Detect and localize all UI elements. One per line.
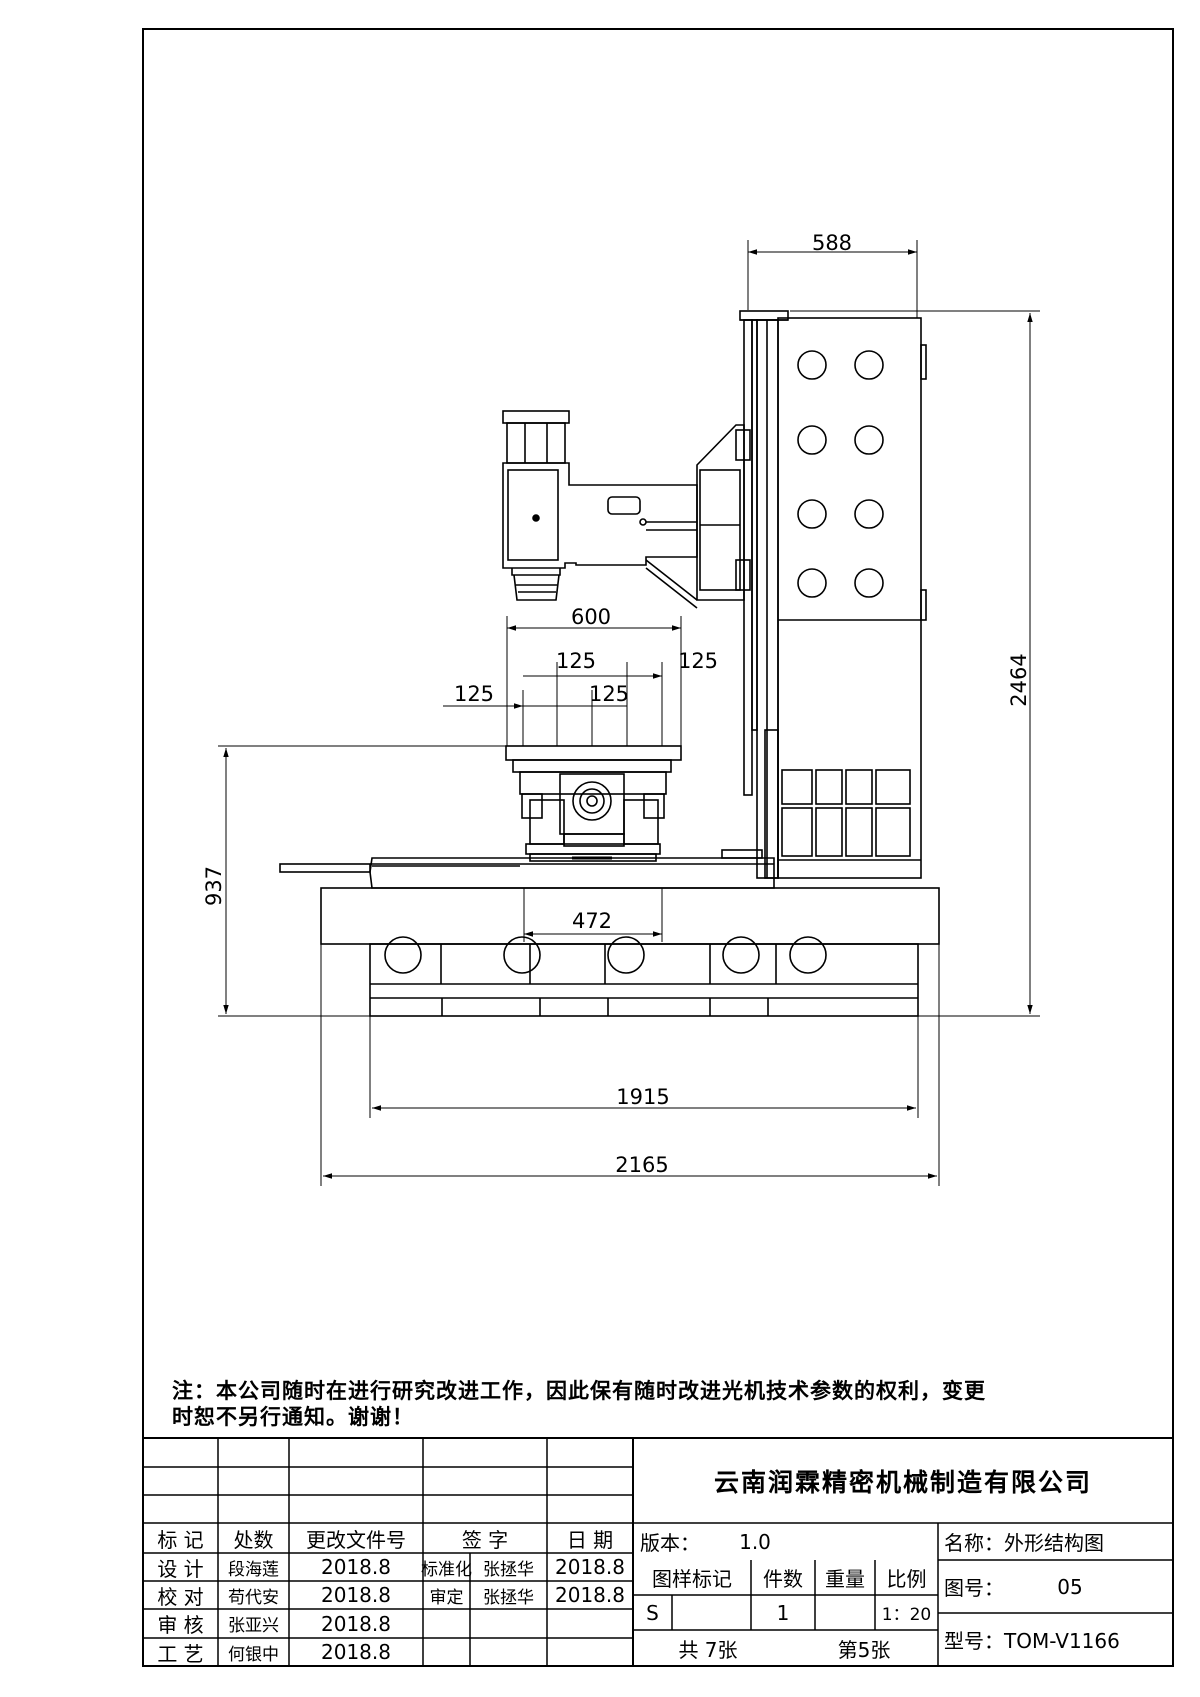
- col-weight: 重量: [825, 1567, 865, 1591]
- note-line-1: 注：本公司随时在进行研究改进工作，因此保有随时改进光机技术参数的权利，变更: [172, 1379, 986, 1403]
- dimension-lines: [218, 240, 1040, 1186]
- drawing-no-value: 05: [1057, 1574, 1083, 1599]
- mark-value: S: [646, 1600, 659, 1625]
- company-name: 云南润霖精密机械制造有限公司: [713, 1467, 1092, 1497]
- date-process: 2018.8: [321, 1640, 391, 1664]
- note-line-2: 时恕不另行通知。谢谢！: [172, 1405, 414, 1429]
- column-lower-cells: [778, 769, 921, 861]
- total-sheets: 共 7张: [678, 1637, 738, 1662]
- name-check: 苟代安: [228, 1587, 279, 1608]
- dim-total-height: 2464: [1007, 653, 1031, 706]
- spindle-head: [502, 410, 698, 601]
- machine-base: [320, 887, 940, 1017]
- dimension-texts: 588 600 125 125 125 125 472 1915 2165 93…: [202, 231, 1031, 1177]
- saddle-rails: [279, 849, 775, 889]
- date-review: 2018.8: [321, 1611, 391, 1636]
- role-approval: 审定: [429, 1587, 464, 1608]
- header-count: 处数: [233, 1527, 274, 1552]
- header-change-doc: 更改文件号: [306, 1527, 406, 1552]
- column-holes: [797, 350, 884, 598]
- drawing-no-label: 图号：: [944, 1576, 1004, 1600]
- col-quantity: 件数: [763, 1567, 803, 1591]
- header-mark: 标 记: [157, 1527, 204, 1552]
- name-approval: 张拯华: [483, 1587, 534, 1608]
- drawing-name: 名称：外形结构图: [944, 1531, 1104, 1555]
- version-value: 1.0: [739, 1529, 771, 1554]
- dim-saddle-width: 472: [572, 909, 612, 933]
- drawing-frame: [142, 28, 1174, 1667]
- role-design: 设 计: [157, 1556, 204, 1581]
- name-review: 张亚兴: [228, 1616, 279, 1636]
- version-label: 版本：: [640, 1531, 700, 1555]
- disclaimer-note: 注：本公司随时在进行研究改进工作，因此保有随时改进光机技术参数的权利，变更 时恕…: [172, 1378, 1162, 1430]
- worktable: [505, 745, 682, 862]
- model-number: 型号：TOM-V1166: [944, 1629, 1120, 1653]
- column-body: [777, 317, 922, 879]
- role-check: 校 对: [157, 1584, 204, 1609]
- spindle-carriage: [645, 424, 751, 609]
- role-process: 工 艺: [157, 1641, 204, 1666]
- dim-overall-width: 2165: [615, 1153, 668, 1177]
- dim-slot-pitch-d: 125: [589, 682, 629, 706]
- col-scale: 比例: [886, 1567, 927, 1591]
- dim-slot-pitch-a: 125: [556, 649, 596, 673]
- name-process: 何银中: [228, 1644, 279, 1665]
- name-design: 段海莲: [228, 1559, 279, 1580]
- dim-table-height: 937: [202, 866, 226, 906]
- machine-outline: [279, 310, 940, 1017]
- dim-top-width: 588: [812, 231, 852, 255]
- name-standardization: 张拯华: [483, 1559, 534, 1580]
- dim-slot-pitch-b: 125: [678, 649, 718, 673]
- role-review: 审 核: [157, 1613, 204, 1637]
- date-standardization: 2018.8: [555, 1555, 625, 1579]
- role-standardization: 标准化: [421, 1559, 472, 1580]
- dim-slot-pitch-c: 125: [454, 682, 494, 706]
- dim-table-width: 600: [571, 605, 611, 629]
- date-check: 2018.8: [321, 1583, 391, 1607]
- date-design: 2018.8: [321, 1555, 391, 1579]
- date-approval: 2018.8: [555, 1583, 625, 1607]
- sheet-number: 第5张: [837, 1637, 891, 1662]
- scale-value: 1：20: [881, 1605, 932, 1625]
- dim-base-width: 1915: [616, 1085, 669, 1109]
- header-date: 日 期: [566, 1527, 614, 1552]
- quantity-value: 1: [776, 1600, 790, 1625]
- header-signature: 签 字: [461, 1527, 509, 1552]
- title-block-grid: [143, 1437, 1173, 1666]
- col-drawing-mark: 图样标记: [652, 1567, 732, 1591]
